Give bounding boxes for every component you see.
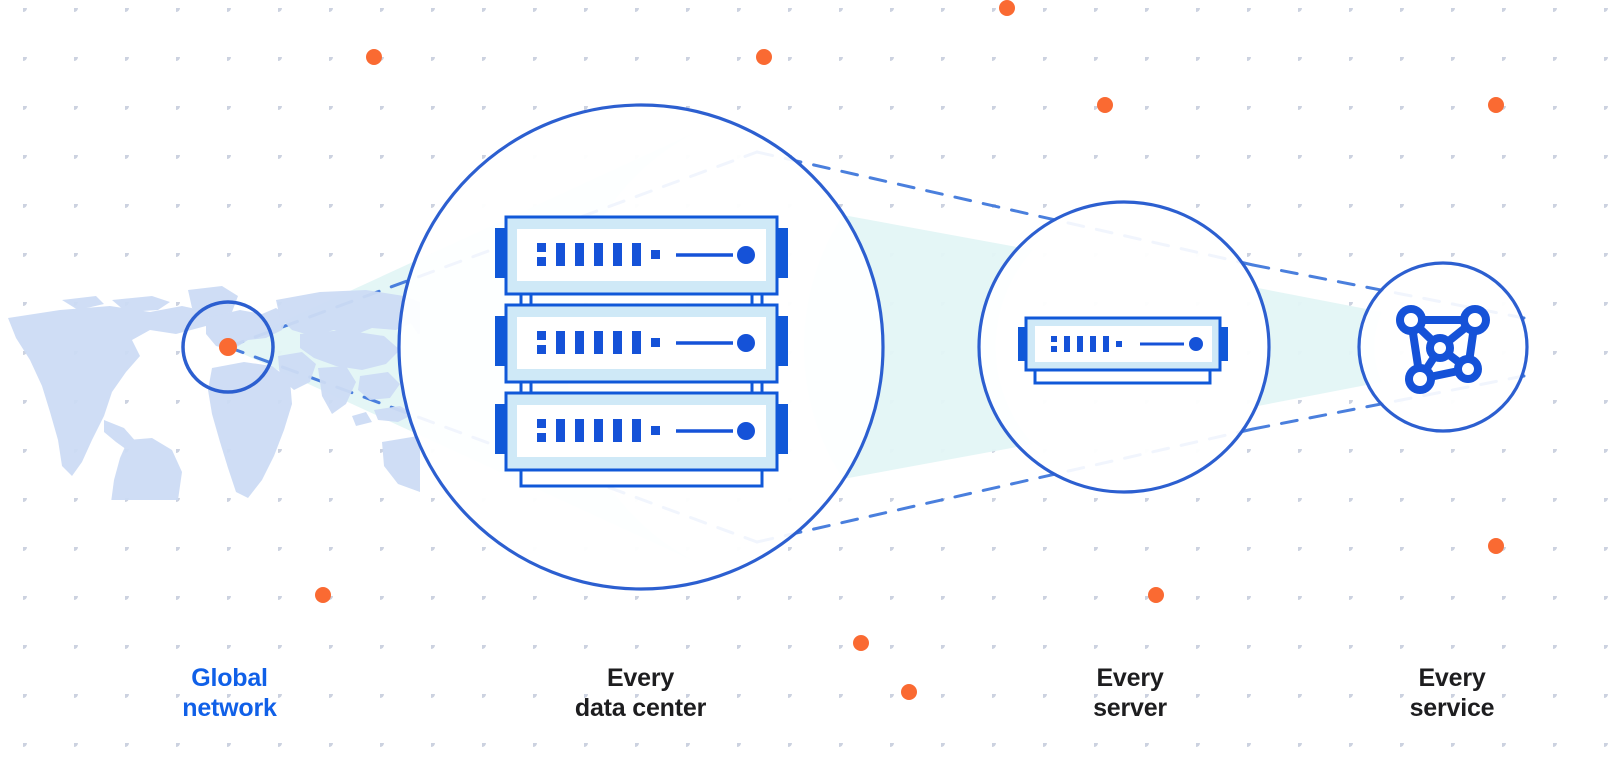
accent-dot (366, 49, 382, 65)
server-rack-icon (495, 215, 788, 488)
stage-label-service: Every service (1409, 664, 1495, 722)
status-led-dot-2 (737, 334, 755, 352)
stage-label-data-center: Every data center (574, 664, 707, 722)
accent-dot (756, 49, 772, 65)
topology-node-top-right (1460, 305, 1490, 335)
world-map-icon (8, 286, 420, 500)
cone-fill-3 (1258, 288, 1382, 406)
accent-dot (901, 684, 917, 700)
rack-unit-2 (495, 303, 788, 384)
status-led-dot-1 (737, 246, 755, 264)
topology-node-center (1426, 334, 1454, 362)
single-server-icon (1018, 316, 1228, 385)
accent-dot (999, 0, 1015, 16)
rack-unit-3 (495, 391, 788, 472)
accent-dot-layer (315, 0, 1504, 700)
topology-node-bottom-right (1454, 355, 1482, 383)
accent-dot (853, 635, 869, 651)
stage-label-server: Every server (1093, 664, 1167, 722)
accent-dot (315, 587, 331, 603)
accent-dot (1148, 587, 1164, 603)
port-grid-1 (537, 243, 660, 266)
accent-dot (1488, 538, 1504, 554)
network-topology-icon (1396, 305, 1490, 394)
globe-location-pin-dot (219, 338, 237, 356)
single-server-port-grid (1051, 336, 1122, 352)
stage-label-global-network: Global network (182, 664, 277, 722)
globe-magnifier-circle (181, 300, 275, 394)
cone-server-to-service (1251, 263, 1526, 431)
status-led-dot-3 (737, 422, 755, 440)
topology-node-bottom-left (1405, 364, 1435, 394)
cone-edge-top-3 (1251, 263, 1526, 320)
port-grid-2 (537, 331, 660, 354)
accent-dot (1488, 97, 1504, 113)
accent-dot (1097, 97, 1113, 113)
single-server-face (1035, 326, 1212, 362)
topology-node-top-left (1396, 305, 1426, 335)
port-grid-3 (537, 419, 660, 442)
cone-edge-bottom-3 (1251, 374, 1526, 431)
single-server-status-led (1189, 337, 1203, 351)
rack-unit-1 (495, 215, 788, 296)
